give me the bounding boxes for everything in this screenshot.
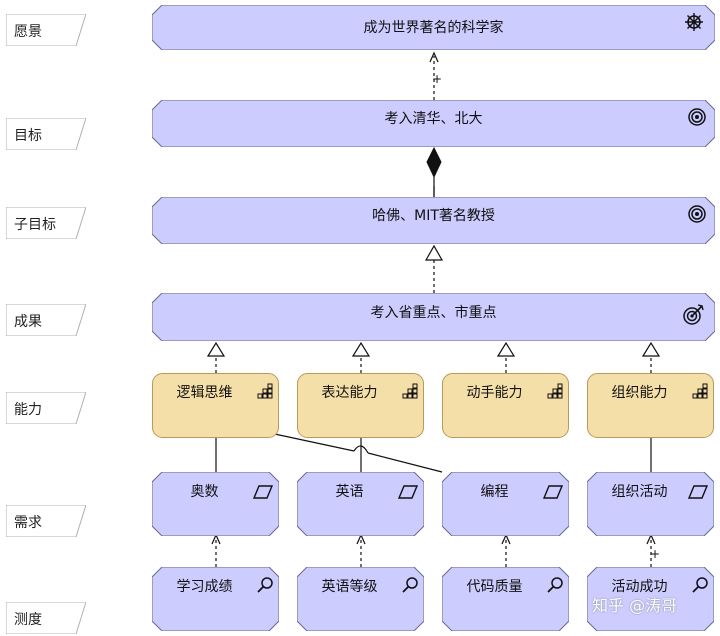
target-icon — [688, 205, 706, 223]
assessment-node-grades[interactable]: 学习成绩 — [152, 567, 279, 631]
influence-english-level — [356, 533, 366, 567]
lane-capability: 能力 — [6, 392, 86, 424]
assessment-label: 代码质量 — [466, 579, 523, 595]
lane-label: 目标 — [14, 128, 42, 144]
lane-outcome: 成果 — [6, 304, 86, 336]
outcome-node[interactable]: 考入省重点、市重点 — [152, 293, 715, 341]
capability-icon — [402, 383, 418, 399]
lane-label: 能力 — [14, 402, 42, 418]
capability-icon — [257, 383, 273, 399]
target-icon — [688, 108, 706, 126]
influence-plus-label: + — [650, 547, 660, 561]
association-logic-coding — [269, 432, 355, 452]
lane-assessment: 测度 — [6, 602, 86, 634]
requirement-label: 组织活动 — [611, 484, 668, 500]
influence-coding-quality — [501, 533, 511, 567]
composition-goal-subgoal — [426, 146, 442, 197]
association-logic-coding-2 — [367, 452, 443, 473]
lane-label: 成果 — [14, 314, 42, 330]
parallelogram-icon — [398, 485, 418, 499]
lane-label: 需求 — [14, 515, 42, 531]
lane-label: 子目标 — [14, 217, 56, 233]
assessment-label: 学习成绩 — [176, 579, 233, 595]
influence-math-grades — [211, 533, 221, 567]
realization-outcome-capability-2 — [351, 341, 371, 373]
lane-requirement: 需求 — [6, 505, 86, 537]
realization-outcome-capability-1 — [206, 341, 226, 373]
requirement-label: 奥数 — [190, 484, 219, 500]
parallelogram-icon — [543, 485, 563, 499]
requirement-node-math[interactable]: 奥数 — [152, 472, 279, 536]
capability-label: 动手能力 — [466, 385, 523, 401]
subgoal-label: 哈佛、MIT著名教授 — [372, 208, 495, 224]
goal-node[interactable]: 考入清华、北大 — [152, 100, 715, 147]
vision-node[interactable]: 成为世界著名的科学家 — [152, 5, 715, 50]
parallelogram-icon — [253, 485, 273, 499]
lane-goal: 目标 — [6, 118, 86, 150]
magnifier-icon — [257, 577, 273, 593]
outcome-label: 考入省重点、市重点 — [370, 305, 497, 321]
assessment-label: 英语等级 — [321, 579, 378, 595]
capability-node-logic[interactable]: 逻辑思维 — [152, 373, 279, 438]
requirement-label: 编程 — [480, 484, 509, 500]
requirement-node-english[interactable]: 英语 — [297, 472, 424, 536]
assessment-node-code-quality[interactable]: 代码质量 — [442, 567, 569, 631]
ship-wheel-icon — [685, 13, 703, 31]
assessment-label: 活动成功 — [611, 579, 668, 595]
lane-subgoal: 子目标 — [6, 207, 86, 239]
capability-icon — [547, 383, 563, 399]
requirement-label: 英语 — [335, 484, 364, 500]
assessment-node-activity-success[interactable]: 活动成功 — [587, 567, 714, 631]
magnifier-icon — [402, 577, 418, 593]
watermark: 知乎 @涛哥 — [592, 596, 678, 615]
capability-label: 组织能力 — [611, 385, 668, 401]
capability-icon — [692, 383, 708, 399]
influence-plus-label: + — [432, 72, 442, 86]
lane-label: 愿景 — [14, 24, 42, 40]
magnifier-icon — [692, 577, 708, 593]
magnifier-icon — [547, 577, 563, 593]
capability-label: 逻辑思维 — [176, 385, 233, 401]
capability-label: 表达能力 — [321, 385, 378, 401]
subgoal-node[interactable]: 哈佛、MIT著名教授 — [152, 197, 715, 244]
capability-node-hands-on[interactable]: 动手能力 — [442, 373, 569, 438]
capability-node-organize[interactable]: 组织能力 — [587, 373, 714, 438]
dart-target-icon — [683, 304, 704, 325]
influence-activity-success: + — [646, 533, 660, 567]
lane-vision: 愿景 — [6, 14, 86, 46]
realization-subgoal-outcome — [424, 244, 444, 293]
parallelogram-icon — [688, 485, 708, 499]
realization-outcome-capability-3 — [496, 341, 516, 373]
requirement-node-coding[interactable]: 编程 — [442, 472, 569, 536]
influence-vision-goal: + — [429, 51, 442, 100]
requirement-node-activity[interactable]: 组织活动 — [587, 472, 714, 536]
capability-node-expression[interactable]: 表达能力 — [297, 373, 424, 438]
vision-label: 成为世界著名的科学家 — [363, 20, 504, 36]
assessment-node-english-level[interactable]: 英语等级 — [297, 567, 424, 631]
lane-label: 测度 — [14, 612, 42, 628]
realization-outcome-capability-4 — [641, 341, 661, 373]
goal-label: 考入清华、北大 — [384, 111, 483, 127]
